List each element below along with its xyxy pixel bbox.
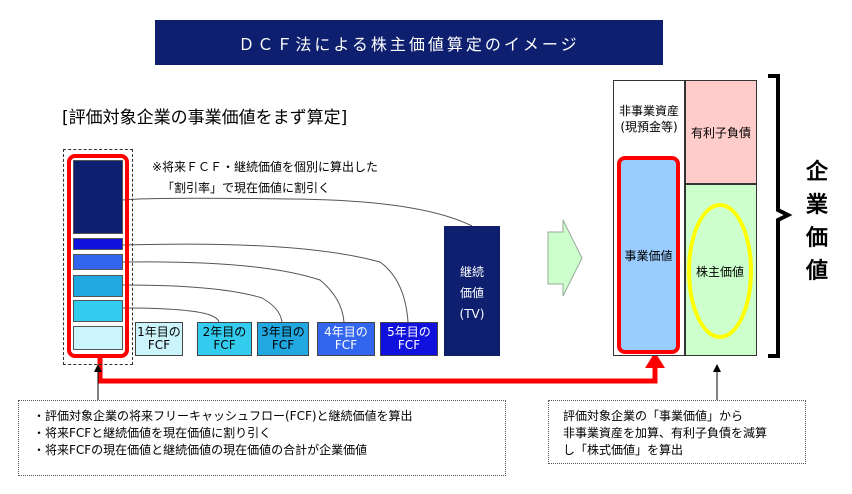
tv-line-3: (TV) [459, 307, 485, 321]
left-desc-line-2: ・将来FCFと継続価値を現在価値に割り引く [33, 426, 272, 440]
year4-label: 4年目の [324, 325, 368, 339]
left-desc-line-3: ・将来FCFの現在価値と継続価値の現在価値の合計が企業価値 [33, 443, 368, 457]
left-description: ・評価対象企業の将来フリーキャッシュフロー(FCF)と継続価値を算出 ・将来FC… [18, 400, 506, 476]
non-business-assets-line-2: (現預金等) [620, 120, 678, 134]
year1-fcf-label: FCF [147, 338, 171, 352]
tv-line-1: 継続 [459, 265, 484, 279]
year2-fcf-box: 2年目の FCF [197, 322, 252, 356]
arc-tv [122, 197, 473, 227]
pv-year2-bar [73, 300, 123, 322]
enterprise-char-1: 企 [805, 160, 828, 185]
note-line-2: 「割引率」で現在価値に割引く [162, 181, 331, 195]
business-value-box: 事業価値 [617, 156, 680, 354]
right-description: 評価対象企業の「事業価値」から 非事業資産を加算、有利子負債を減算 し「株式価値… [548, 400, 806, 464]
shareholder-value-ellipse: 株主価値 [687, 203, 753, 339]
up-arrow-left-head [94, 364, 102, 372]
note-line-1: ※将来ＦＣＦ・継続価値を個別に算出した [152, 160, 379, 174]
discount-note: ※将来ＦＣＦ・継続価値を個別に算出した 「割引率」で現在価値に割引く [152, 157, 378, 199]
year3-label: 3年目の [261, 325, 305, 339]
shareholder-value-label: 株主価値 [695, 264, 744, 279]
right-desc-line-3: し「株式価値」を算出 [563, 443, 684, 457]
terminal-value-box: 継続 価値 (TV) [444, 226, 500, 356]
page-title: ＤＣＦ法による株主価値算定のイメージ [155, 20, 663, 65]
year4-fcf-box: 4年目の FCF [317, 322, 375, 356]
pv-year1-bar [73, 326, 123, 350]
left-desc-line-1: ・評価対象企業の将来フリーキャッシュフロー(FCF)と継続価値を算出 [33, 409, 413, 423]
year2-fcf-label: FCF [213, 338, 236, 352]
pv-red-outline [67, 154, 129, 358]
right-desc-line-2: 非事業資産を加算、有利子負債を減算 [563, 426, 768, 440]
year2-label: 2年目の [202, 325, 247, 339]
pv-tv-bar [73, 160, 123, 234]
year5-fcf-label: FCF [397, 338, 421, 352]
red-connector [97, 355, 658, 384]
enterprise-char-4: 値 [805, 259, 828, 284]
enterprise-char-2: 業 [805, 193, 828, 218]
enterprise-char-3: 価 [805, 226, 828, 251]
year5-label: 5年目の [387, 325, 431, 339]
arc-year4 [122, 261, 345, 323]
section-heading: [評価対象企業の事業価値をまず算定] [62, 108, 348, 128]
green-arrow [547, 219, 583, 297]
non-business-assets-label: 非事業資産 (現預金等) [616, 103, 682, 135]
year1-fcf-box: 1年目の FCF [135, 322, 183, 356]
enterprise-brace [768, 74, 793, 358]
enterprise-value-label: 企 業 価 値 [804, 156, 830, 288]
pv-year5-bar [73, 238, 123, 250]
pv-year3-bar [73, 275, 123, 297]
year1-label: 1年目の [137, 325, 181, 339]
year3-fcf-label: FCF [271, 338, 295, 352]
pv-frame-dashed [63, 149, 133, 365]
year3-fcf-box: 3年目の FCF [257, 322, 309, 356]
non-business-assets-line-1: 非事業資産 [618, 104, 679, 118]
business-value-label: 事業価値 [624, 248, 673, 263]
year4-fcf-label: FCF [334, 338, 358, 352]
debt-label: 有利子負債 [690, 125, 751, 140]
year5-fcf-box: 5年目の FCF [380, 322, 438, 356]
tv-line-2: 価値 [459, 286, 484, 300]
arc-year3 [122, 284, 283, 323]
right-desc-line-1: 評価対象企業の「事業価値」から [563, 409, 744, 423]
red-arrowhead [645, 352, 665, 368]
pv-year4-bar [73, 254, 123, 270]
arc-year5 [122, 243, 409, 323]
arc-year2 [122, 307, 220, 323]
debt-box: 有利子負債 [685, 80, 757, 184]
up-arrow-right-head [713, 364, 721, 372]
